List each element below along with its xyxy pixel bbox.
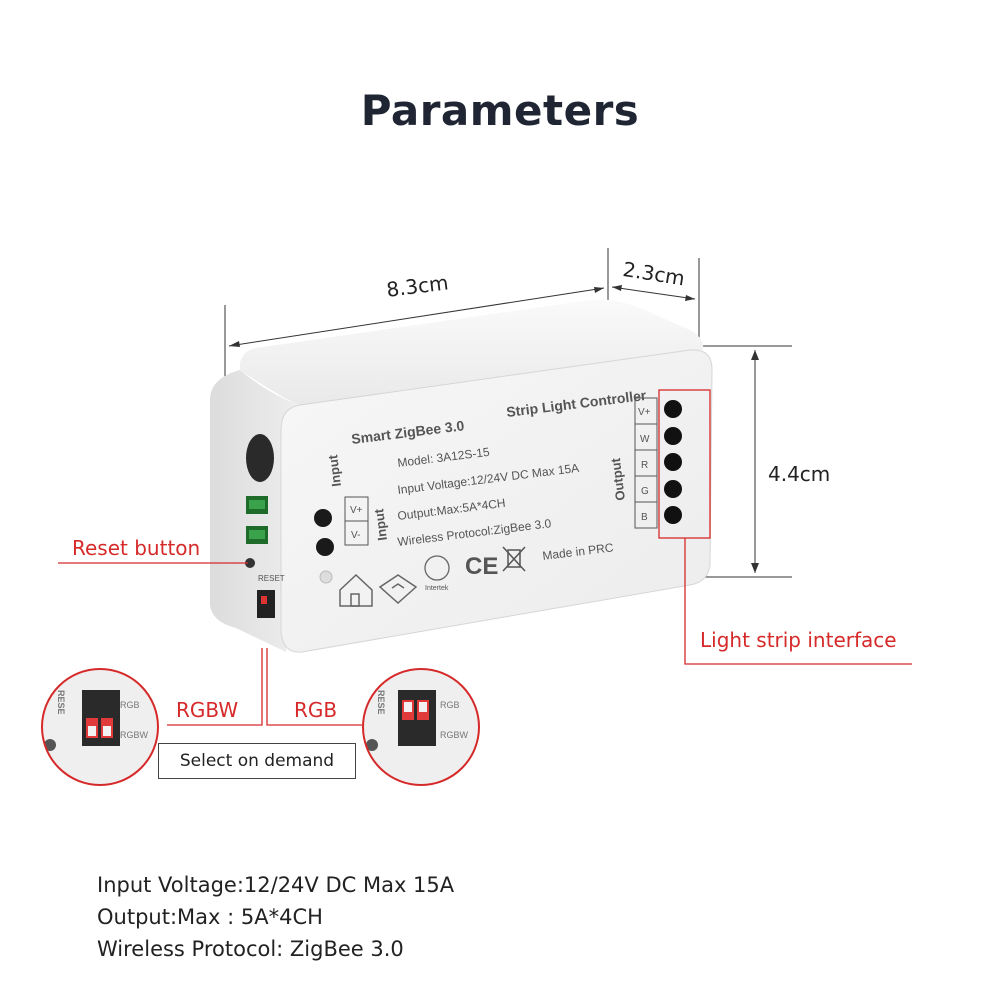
ce-mark-icon: CE <box>465 553 498 580</box>
zoom-labels: RGB RGBW RGB RGBW RESE RESE <box>56 690 469 740</box>
label-output-side: Output <box>608 457 628 502</box>
label-input-mid: Input <box>371 507 390 541</box>
weee-bin-icon <box>502 546 526 572</box>
intertek-text: Intertek <box>425 585 449 592</box>
etl-icon <box>424 555 450 581</box>
page-title: Parameters <box>360 86 640 135</box>
switch-zoom-rgbw <box>42 669 158 785</box>
terminal-g: G <box>641 486 649 497</box>
reset-text: RESET <box>258 574 285 583</box>
zoom-right-reset: RESE <box>376 690 386 715</box>
rcm-mark-icon <box>378 574 418 605</box>
terminal-v-plus-in: V+ <box>350 505 363 516</box>
dimension-lines <box>224 248 792 578</box>
spec-output: Output:Max : 5A*4CH <box>97 905 323 929</box>
callout-reset-button: Reset button <box>72 536 201 560</box>
label-input-side: Input <box>325 453 344 487</box>
callout-rgbw: RGBW <box>176 698 239 722</box>
terminal-w: W <box>640 434 650 445</box>
terminal-v-minus-in: V- <box>351 530 360 541</box>
svg-text:CE: CE <box>465 553 498 580</box>
switch-zoom-rgb <box>363 669 479 785</box>
terminal-r: R <box>641 460 648 471</box>
callout-light-strip-interface: Light strip interface <box>700 628 897 652</box>
zoom-left-reset: RESE <box>56 690 66 715</box>
dim-height: 4.4cm <box>768 462 831 486</box>
terminal-v-plus-out: V+ <box>638 407 651 418</box>
terminal-b: B <box>641 512 648 523</box>
spec-input-voltage: Input Voltage:12/24V DC Max 15A <box>97 873 455 897</box>
zoom-right-rgb: RGB <box>440 700 460 710</box>
select-on-demand-box: Select on demand <box>158 743 356 779</box>
spec-protocol: Wireless Protocol: ZigBee 3.0 <box>97 937 404 961</box>
house-icon <box>339 573 373 607</box>
zoom-left-rgb: RGB <box>120 700 140 710</box>
device-body: CE <box>210 299 713 653</box>
callout-lines <box>58 389 912 726</box>
dimension-arrows <box>229 285 759 573</box>
output-terminals <box>634 397 682 529</box>
callout-rgb: RGB <box>294 698 338 722</box>
zoom-left-rgbw: RGBW <box>120 730 149 740</box>
zoom-right-rgbw: RGBW <box>440 730 469 740</box>
